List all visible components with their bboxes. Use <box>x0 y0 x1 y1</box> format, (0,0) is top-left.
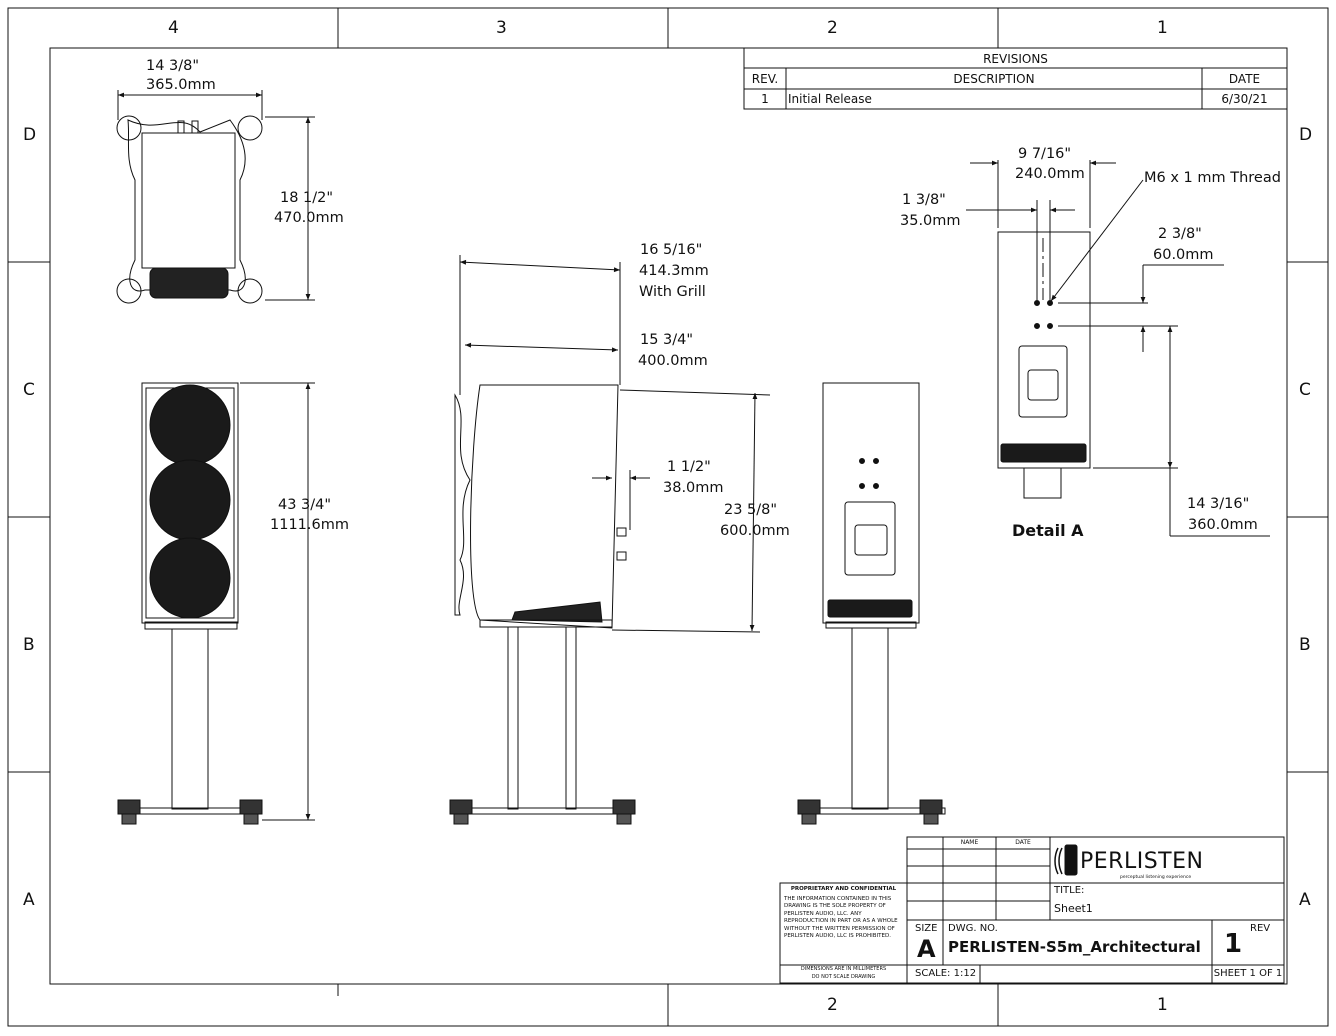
zone-row-b: B <box>23 635 35 655</box>
dim-detail-thread-callout: M6 x 1 mm Thread <box>1144 170 1281 186</box>
size-label: SIZE <box>915 923 938 934</box>
zone-row-c-right: C <box>1299 380 1311 400</box>
side-view-dimensions <box>459 255 771 633</box>
proprietary-text: THE INFORMATION CONTAINED IN THIS DRAWIN… <box>784 896 898 940</box>
side-view-speaker <box>449 384 636 825</box>
zone-dividers <box>8 8 1328 1026</box>
dim-top-depth-mm: 470.0mm <box>274 210 344 226</box>
dim-detail-height-inch: 14 3/16" <box>1187 496 1250 512</box>
revisions-header-description: DESCRIPTION <box>953 72 1035 86</box>
detail-a-dimensions <box>966 160 1270 537</box>
dim-detail-vertical-mm: 60.0mm <box>1153 247 1214 263</box>
scale-label: SCALE: 1:12 <box>915 968 977 979</box>
name-header: NAME <box>960 839 979 846</box>
dwg-no-value: PERLISTEN-S5m_Architectural <box>948 938 1201 956</box>
dim-detail-vertical-inch: 2 3/8" <box>1158 226 1202 242</box>
dim-top-width-inch: 14 3/8" <box>146 58 200 74</box>
dim-side-grill-note: With Grill <box>639 284 706 300</box>
zone-row-a-right: A <box>1299 890 1311 910</box>
dim-detail-height-mm: 360.0mm <box>1188 517 1258 533</box>
zone-row-a: A <box>23 890 35 910</box>
dimensions-note-1: DIMENSIONS ARE IN MILLIMETERS <box>800 966 887 972</box>
zone-column-1: 1 <box>1157 18 1168 38</box>
revisions-header-date: DATE <box>1228 72 1261 86</box>
dim-top-depth-inch: 18 1/2" <box>280 190 334 206</box>
revisions-title: REVISIONS <box>983 52 1048 66</box>
revision-row-description: Initial Release <box>788 92 872 106</box>
sheet-label: SHEET 1 OF 1 <box>1213 968 1283 979</box>
zone-row-b-right: B <box>1299 635 1311 655</box>
rev-label: REV <box>1250 923 1271 934</box>
title-label: TITLE: <box>1054 885 1085 896</box>
dim-detail-hole-inch: 1 3/8" <box>902 192 946 208</box>
inner-frame <box>49 47 1288 985</box>
perlisten-logo-mark <box>1054 844 1078 876</box>
dim-detail-hole-mm: 35.0mm <box>900 213 961 229</box>
top-view-speaker <box>116 115 263 304</box>
dim-side-height-inch: 23 5/8" <box>724 502 778 518</box>
dim-side-grill-mm: 414.3mm <box>639 263 709 279</box>
dwg-no-label: DWG. NO. <box>948 923 998 934</box>
dim-detail-width-inch: 9 7/16" <box>1018 146 1072 162</box>
rev-value: 1 <box>1224 929 1243 959</box>
dim-side-grill-inch: 16 5/16" <box>640 242 703 258</box>
revisions-header-rev: REV. <box>751 72 779 86</box>
zone-column-1-bottom: 1 <box>1157 995 1168 1015</box>
title-block-grid <box>779 836 1285 984</box>
top-view-dimensions <box>117 90 315 301</box>
title-value: Sheet1 <box>1054 902 1093 915</box>
front-view-dimensions <box>240 382 315 821</box>
dim-side-offset-mm: 38.0mm <box>663 480 724 496</box>
dim-detail-width-mm: 240.0mm <box>1015 166 1085 182</box>
zone-row-d-right: D <box>1299 125 1313 145</box>
date-header: DATE <box>1015 839 1031 846</box>
zone-column-4: 4 <box>168 18 179 38</box>
proprietary-title: PROPRIETARY AND CONFIDENTIAL <box>790 886 897 892</box>
dim-side-depth-mm: 400.0mm <box>638 353 708 369</box>
dim-side-offset-inch: 1 1/2" <box>667 459 711 475</box>
dim-side-height-mm: 600.0mm <box>720 523 790 539</box>
logo-tagline: perceptual listening experience <box>1120 875 1192 880</box>
detail-a-view <box>997 231 1091 499</box>
size-value: A <box>917 935 936 963</box>
revisions-table-grid <box>743 47 1288 110</box>
zone-row-d: D <box>23 125 37 145</box>
zone-column-2: 2 <box>827 18 838 38</box>
dim-top-width-mm: 365.0mm <box>146 77 216 93</box>
dim-front-height-mm: 1111.6mm <box>270 517 349 533</box>
front-view-speaker <box>117 382 263 825</box>
zone-column-3: 3 <box>496 18 507 38</box>
zone-row-c: C <box>23 380 35 400</box>
dim-front-height-inch: 43 3/4" <box>278 497 332 513</box>
detail-a-label: Detail A <box>1012 521 1084 540</box>
rear-view-speaker <box>797 382 946 825</box>
revision-row-date: 6/30/21 <box>1221 92 1268 106</box>
zone-column-2-bottom: 2 <box>827 995 838 1015</box>
revision-row-rev: 1 <box>761 92 769 106</box>
dimensions-note-2: DO NOT SCALE DRAWING <box>811 974 876 980</box>
logo-text: PERLISTEN <box>1080 849 1204 874</box>
dim-side-depth-inch: 15 3/4" <box>640 332 694 348</box>
